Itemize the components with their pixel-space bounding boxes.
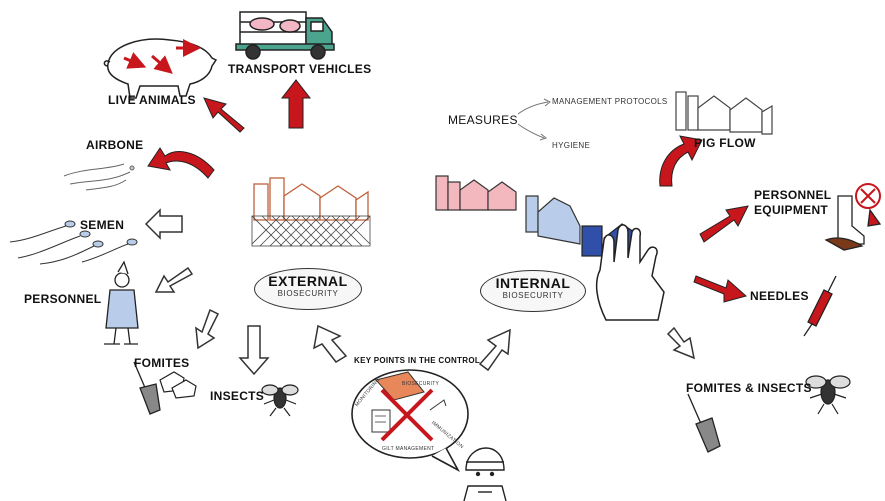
label-measures: MEASURES [448,113,518,127]
pink-barn-icon [435,175,517,211]
external-biosecurity-badge: EXTERNAL BIOSECURITY [254,268,362,310]
label-personnel: PERSONNEL [24,292,102,306]
label-management-protocols: MANAGEMENT PROTOCOLS [552,97,668,106]
vet-person-icon [463,447,507,501]
red-arrow-pig-flow [659,135,703,187]
syringe-icon [803,275,837,337]
white-arrow-keypoints-left [312,324,348,363]
truck-icon [235,11,335,60]
label-biosecurity-small: BIOSECURITY [402,381,440,387]
shovel-icon-internal [687,393,721,453]
internal-biosecurity-badge: INTERNAL BIOSECURITY [480,270,586,312]
red-arrow-airbone [147,147,215,179]
label-airbone: AIRBONE [86,138,144,152]
label-personnel-equipment-2: EQUIPMENT [754,203,829,217]
white-arrow-fomites-insects [666,326,696,360]
external-subtitle: BIOSECURITY [277,289,339,298]
label-fomites-insects: FOMITES & INSECTS [686,381,812,395]
boot-prohibited-icon [824,183,882,251]
external-title: EXTERNAL [268,273,348,289]
label-gilt-management: GILT MANAGEMENT [382,446,435,452]
white-arrow-personnel [154,266,194,293]
label-insects: INSECTS [210,389,265,403]
internal-subtitle: BIOSECURITY [502,291,564,300]
label-transport-vehicles: TRANSPORT VEHICLES [228,62,372,76]
label-hygiene: HYGIENE [552,141,591,150]
airborne-icon [63,163,135,191]
person-icon [104,260,139,345]
hand-icon [595,224,665,321]
label-live-animals: LIVE ANIMALS [108,93,196,107]
red-arrow-personnel-equipment [699,205,749,243]
white-arrow-semen [144,208,183,240]
key-points-bubble [351,369,469,472]
white-arrow-fomites [195,308,220,350]
white-arrow-insects [238,325,270,376]
sperm-icon [9,220,138,265]
label-needles: NEEDLES [750,289,809,303]
fly-icon-external [261,384,299,417]
measures-arrows [517,98,551,141]
grey-barn-icon [675,91,773,135]
internal-title: INTERNAL [495,275,571,291]
white-arrow-keypoints-right [478,328,511,372]
red-arrow-live-animals [203,97,245,133]
shovel-icon-external [133,361,161,415]
label-personnel-equipment-1: PERSONNEL [754,188,832,202]
label-semen: SEMEN [80,218,125,232]
red-arrow-needles [693,275,748,303]
pig-icon [103,38,218,99]
boots-icon [159,371,197,399]
label-fomites: FOMITES [134,356,190,370]
external-barn-icon [253,177,369,221]
light-blue-barn-icon [525,195,581,245]
red-arrow-transport [280,79,312,129]
label-key-points: KEY POINTS IN THE CONTROL [354,356,481,365]
fence-icon [251,215,371,247]
label-pig-flow: PIG FLOW [694,136,756,150]
fly-icon-internal [805,375,851,415]
